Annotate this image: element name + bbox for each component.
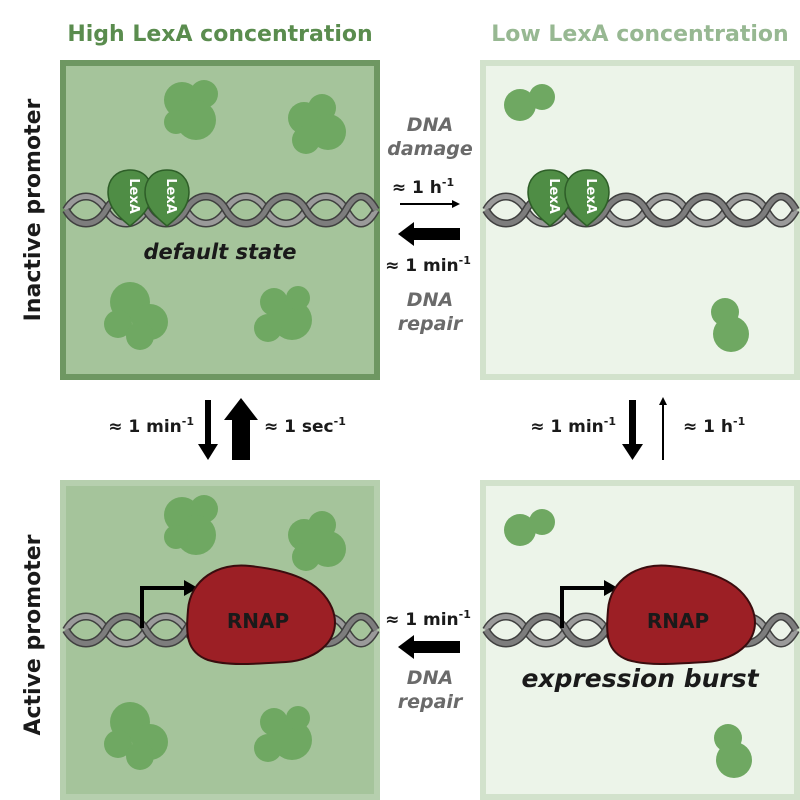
thick-up-arrowhead-icon (224, 398, 258, 420)
rate-exponent: -1 (459, 254, 471, 267)
expression-burst-caption: expression burst (521, 664, 759, 693)
rate-exponent: -1 (459, 608, 471, 621)
lexa-label: LexA (583, 178, 598, 214)
rate-label: ≈ 1 min-1 (108, 415, 194, 437)
rate-value: ≈ 1 h (392, 178, 442, 198)
promoter-arrow-icon (560, 586, 606, 628)
rate-label: ≈ 1 h-1 (683, 415, 745, 437)
panel-active-high: RNAP (60, 480, 380, 800)
dna-damage-label: DNA (407, 114, 453, 136)
dna-repair-label: repair (398, 691, 464, 713)
rate-exponent: -1 (604, 415, 616, 428)
rate-value: ≈ 1 min (108, 417, 182, 437)
thick-up-arrow-icon (232, 418, 250, 460)
rate-label: ≈ 1 min-1 (530, 415, 616, 437)
thick-arrowhead-icon (398, 222, 414, 246)
promoter-arrowhead-icon (184, 580, 198, 596)
lexa-label: LexA (163, 178, 178, 214)
header-high-lexa: High LexA concentration (67, 22, 372, 47)
rate-exponent: -1 (733, 415, 745, 428)
rate-value: ≈ 1 h (683, 417, 733, 437)
rate-label: ≈ 1 min-1 (385, 608, 471, 630)
transition-left: ≈ 1 min-1 ≈ 1 sec-1 (108, 398, 346, 460)
lexa-dimer: LexA LexA (107, 169, 190, 227)
down-arrowhead-icon (622, 444, 643, 460)
lexa-label: LexA (126, 178, 141, 214)
rate-value: ≈ 1 min (385, 610, 459, 630)
dna-damage-label: damage (387, 138, 473, 160)
lexa-dimer: LexA LexA (527, 169, 610, 227)
rate-value: ≈ 1 min (385, 256, 459, 276)
promoter-arrowhead-icon (604, 580, 618, 596)
rate-label: ≈ 1 h-1 (392, 176, 454, 198)
panel-active-low: RNAP expression burst (480, 480, 800, 800)
rate-exponent: -1 (182, 415, 194, 428)
transition-right: ≈ 1 min-1 ≈ 1 h-1 (530, 397, 745, 460)
promoter-arrow-icon (140, 586, 186, 628)
panel-inactive-low: LexA LexA (480, 60, 800, 380)
down-arrow-icon (629, 400, 636, 446)
dna-repair-label: repair (398, 313, 464, 335)
panel-inactive-high: LexA LexA default state (60, 60, 380, 380)
dna-repair-label: DNA (407, 667, 453, 689)
default-state-caption: default state (143, 240, 296, 264)
lexa-label: LexA (546, 178, 561, 214)
dna-repair-label: DNA (407, 289, 453, 311)
rate-label: ≈ 1 sec-1 (264, 415, 346, 437)
rnap-label: RNAP (647, 609, 709, 633)
header-low-lexa: Low LexA concentration (491, 22, 788, 47)
rate-value: ≈ 1 min (530, 417, 604, 437)
thick-arrow-left-icon (412, 228, 460, 240)
row-label-inactive: Inactive promoter (21, 98, 46, 321)
rnap-label: RNAP (227, 609, 289, 633)
rate-label: ≈ 1 min-1 (385, 254, 471, 276)
thin-arrowhead-icon (452, 200, 460, 208)
transition-top: DNA damage ≈ 1 h-1 ≈ 1 min-1 DNA repair (385, 114, 473, 335)
down-arrow-icon (205, 400, 211, 446)
down-arrowhead-icon (198, 444, 218, 460)
rate-exponent: -1 (442, 176, 454, 189)
thin-up-arrowhead-icon (659, 397, 667, 405)
rate-value: ≈ 1 sec (264, 417, 334, 437)
transition-bottom: ≈ 1 min-1 DNA repair (385, 608, 471, 713)
rate-exponent: -1 (334, 415, 346, 428)
thick-arrowhead-icon (398, 635, 414, 659)
row-label-active: Active promoter (21, 534, 46, 735)
thick-arrow-left-icon (412, 641, 460, 653)
